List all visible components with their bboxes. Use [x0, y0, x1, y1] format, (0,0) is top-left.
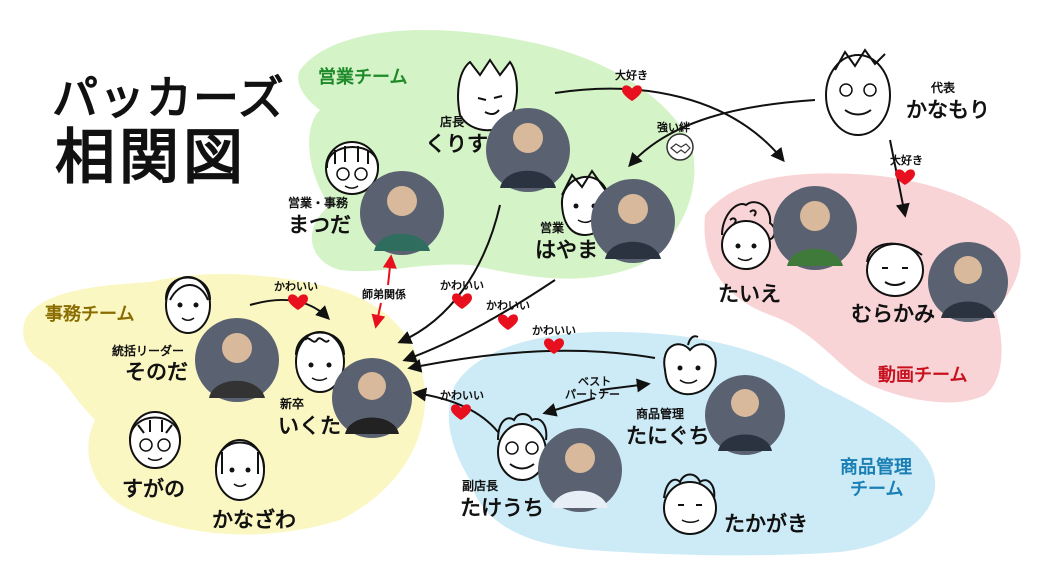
taie-caricature-icon — [721, 201, 776, 270]
heart-icon — [622, 85, 642, 101]
sugano-caricature-icon — [129, 411, 181, 469]
relation-label: かわいい — [440, 279, 484, 292]
relation-label: かわいい — [274, 280, 318, 293]
relation-label: 大好き — [890, 154, 923, 167]
handshake-icon — [666, 133, 694, 161]
arrow-kurisu-to-ikuta — [397, 204, 501, 344]
kurisu-name: くりす — [425, 132, 488, 156]
takeuchi-caricature-icon — [497, 413, 548, 481]
murakami-name: むらかみ — [851, 302, 935, 326]
takagaki-caricature-icon — [663, 473, 717, 535]
diagram-title: パッカーズ — [52, 71, 285, 125]
hayama-photo — [591, 179, 675, 263]
relation-label: かわいい — [440, 389, 484, 402]
kanazawa-name: かなざわ — [212, 508, 296, 532]
kurisu-role: 店長 — [440, 115, 465, 129]
sonoda-caricature-icon — [164, 276, 211, 334]
takeuchi-role: 副店長 — [462, 479, 499, 493]
heart-icon — [288, 294, 308, 310]
taniguchi-caricature-icon — [663, 335, 717, 396]
taie-photo — [773, 186, 857, 270]
arrow-best-partner-left — [542, 397, 596, 417]
ikuta-name: いくた — [278, 414, 341, 438]
heart-icon — [451, 404, 471, 420]
arrow-hayama-to-ikuta — [402, 279, 556, 363]
heart-icon — [498, 314, 518, 330]
taniguchi-photo — [705, 375, 785, 455]
sonoda-role: 統括リーダー — [112, 344, 185, 358]
sugano-name: すがの — [122, 477, 185, 501]
kanamori-caricature-icon — [825, 48, 891, 136]
relation-label: 強い絆 — [657, 121, 690, 134]
sales-team-label: 営業チーム — [318, 67, 408, 88]
relation-label-best: ベスト — [578, 375, 612, 388]
hayama-name: はやま — [535, 238, 598, 262]
relation-label: 大好き — [615, 69, 648, 82]
ikuta-role: 新卒 — [280, 397, 305, 411]
murakami-photo — [928, 242, 1008, 322]
kanamori-role: 代表 — [931, 81, 956, 95]
arrow-best-partner-right — [599, 378, 651, 393]
matsuda-name: まつだ — [288, 213, 351, 237]
product-team-label-line1: 商品管理 — [840, 457, 912, 478]
takeuchi-photo — [538, 428, 622, 512]
matsuda-photo — [360, 171, 444, 255]
relation-label: かわいい — [486, 299, 530, 312]
kanamori-name: かなもり — [906, 98, 990, 122]
matsuda-caricature-icon — [325, 141, 380, 195]
hayama-role: 営業 — [540, 221, 565, 235]
arrow-kurisu-to-video — [554, 87, 785, 163]
matsuda-role: 営業・事務 — [288, 196, 349, 210]
sonoda-name: そのだ — [125, 360, 188, 384]
ikuta-caricature-icon — [295, 331, 345, 393]
mentor-arrow-up — [382, 254, 397, 286]
product-team-label-line2: チーム — [850, 479, 904, 500]
ikuta-photo — [332, 358, 412, 438]
kurisu-photo — [486, 108, 570, 192]
heart-icon — [895, 169, 915, 185]
kurisu-caricature-icon — [457, 58, 518, 132]
relation-label: かわいい — [532, 324, 576, 337]
murakami-caricature-icon — [866, 242, 924, 297]
sonoda-photo — [195, 318, 279, 402]
arrow-taniguchi-to-ikuta — [407, 349, 656, 373]
relation-label: 師弟関係 — [362, 288, 406, 301]
diagram-title-sub: 相関図 — [55, 123, 247, 193]
video-team-label: 動画チーム — [878, 365, 968, 386]
takeuchi-name: たけうち — [460, 496, 544, 520]
mentor-arrow-down — [371, 302, 386, 329]
taniguchi-role: 商品管理 — [636, 407, 685, 421]
takagaki-name: たかがき — [724, 512, 808, 536]
heart-icon — [452, 293, 472, 309]
office-team-label: 事務チーム — [45, 304, 135, 325]
heart-icon — [544, 338, 564, 354]
taie-name: たいえ — [718, 282, 781, 306]
taniguchi-name: たにぐち — [626, 424, 710, 448]
arrow-kanamori-to-hayama — [628, 99, 816, 168]
relation-label-partner: パートナー — [565, 388, 620, 401]
kanazawa-caricature-icon — [215, 439, 265, 501]
